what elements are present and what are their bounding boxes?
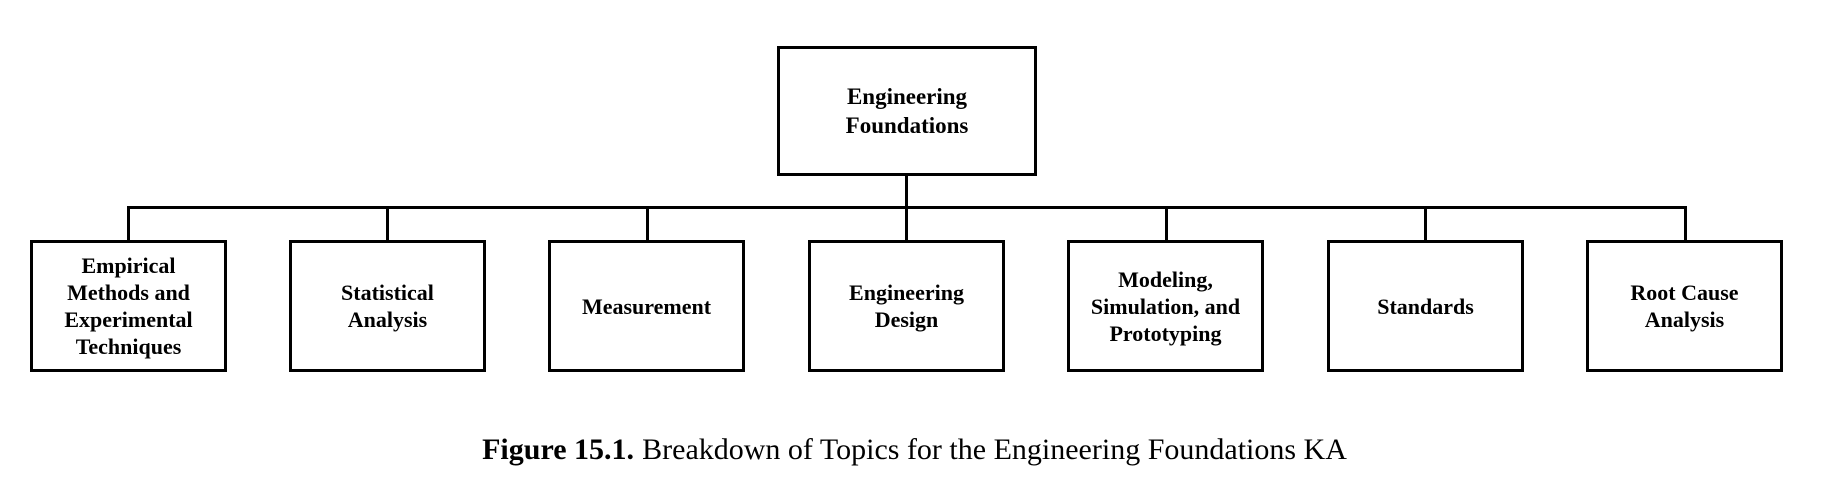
node-statistical-analysis: Statistical Analysis xyxy=(289,240,486,372)
node-modeling-simulation-and-prototyping: Modeling, Simulation, and Prototyping xyxy=(1067,240,1264,372)
node-engineering-design: Engineering Design xyxy=(808,240,1005,372)
node-empirical-methods-and-experimental-techniques: Empirical Methods and Experimental Techn… xyxy=(30,240,227,372)
connector-root-drop xyxy=(905,176,908,209)
connector-stub-2 xyxy=(386,206,389,240)
node-root-cause-analysis: Root Cause Analysis xyxy=(1586,240,1783,372)
connector-stub-4 xyxy=(905,206,908,240)
figure-caption: Figure 15.1.Breakdown of Topics for the … xyxy=(0,431,1829,469)
node-engineering-foundations: Engineering Foundations xyxy=(777,46,1037,176)
connector-stub-6 xyxy=(1424,206,1427,240)
connector-stub-1 xyxy=(127,206,130,240)
figure-caption-number: Figure 15.1. xyxy=(482,433,635,466)
connector-stub-7 xyxy=(1684,206,1687,240)
connector-stub-3 xyxy=(646,206,649,240)
node-measurement: Measurement xyxy=(548,240,745,372)
node-standards: Standards xyxy=(1327,240,1524,372)
figure-caption-text: Breakdown of Topics for the Engineering … xyxy=(642,433,1347,466)
connector-stub-5 xyxy=(1165,206,1168,240)
